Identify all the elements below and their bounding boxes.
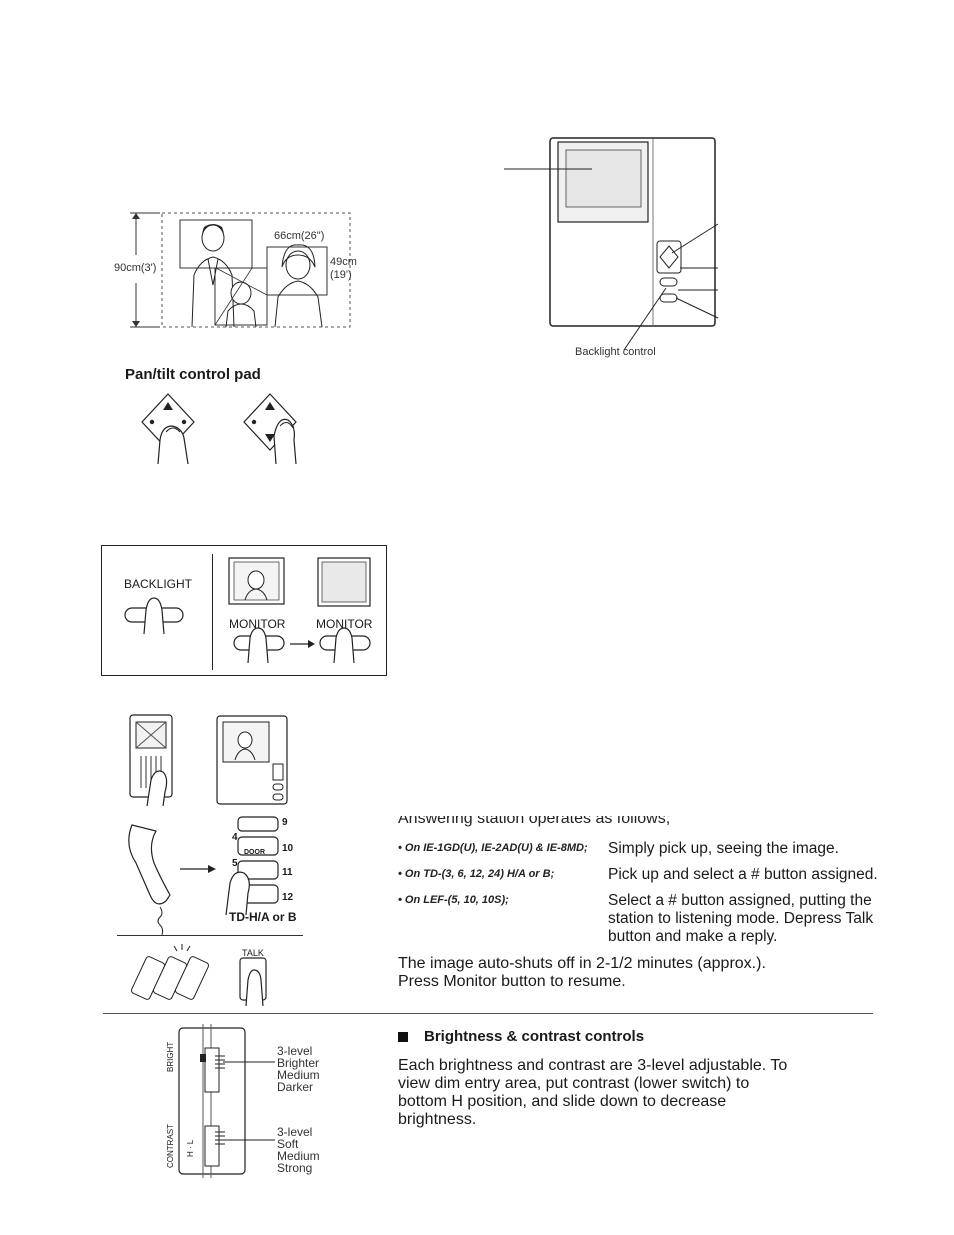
answer-row-lef: • On LEF-(5, 10, 10S); Select a # button… — [398, 892, 878, 948]
answer-desc-lef: Select a # button assigned, putting the … — [608, 892, 874, 945]
key-4: 4 — [232, 832, 238, 843]
inner-height-label: 49cm — [330, 256, 357, 268]
bright-level-medium: Medium — [277, 1068, 320, 1082]
coverage-drawing — [130, 212, 351, 328]
monitor-unit-drawing — [504, 137, 719, 351]
switch-panel-illustration — [178, 1024, 275, 1178]
contrast-level-header: 3-level — [277, 1125, 313, 1139]
contrast-marks: H · L — [186, 1139, 195, 1157]
monitor-label-lit: MONITOR — [229, 617, 286, 631]
answer-model-td: • On TD-(3, 6, 12, 24) H/A or B; — [398, 868, 555, 880]
answering-intro: Answering station operates as follows; — [398, 816, 671, 827]
key-12: 12 — [282, 892, 294, 903]
resume-text: Press Monitor button to resume. — [398, 973, 626, 990]
backlight-label: BACKLIGHT — [124, 577, 193, 591]
monitor-label-dim: MONITOR — [316, 617, 373, 631]
autoshut-text: The image auto-shuts off in 2-1/2 minute… — [398, 955, 766, 972]
box-divider — [212, 554, 213, 670]
contrast-level-strong: Strong — [277, 1161, 313, 1175]
bright-levels: 3-level Brighter Medium Darker — [277, 1045, 320, 1093]
brightness-paragraph: Each brightness and contrast are 3-level… — [398, 1057, 788, 1128]
answer-row-ie: • On IE-1GD(U), IE-2AD(U) & IE-8MD; Simp… — [398, 840, 878, 860]
backlight-callout-label: Backlight control — [575, 346, 656, 358]
answer-model-lef: • On LEF-(5, 10, 10S); — [398, 894, 509, 906]
door-key-label: DOOR — [244, 849, 265, 856]
answer-model-ie: • On IE-1GD(U), IE-2AD(U) & IE-8MD; — [398, 842, 588, 854]
pan-tilt-pad-illustration — [141, 393, 297, 465]
bright-switch-label: BRIGHT — [166, 1041, 175, 1072]
camera-coverage-diagram: 90cm(3') 66cm(26") 49cm (19') — [110, 205, 370, 335]
inner-height-label-imperial: (19') — [330, 269, 352, 281]
answer-desc-ie: Simply pick up, seeing the image. — [608, 840, 839, 857]
height-label: 90cm(3') — [114, 262, 157, 274]
separator-short — [117, 935, 303, 936]
bright-level-brighter: Brighter — [277, 1056, 320, 1070]
talk-panel-illustration — [130, 944, 267, 1007]
selector-keypad-illustration — [128, 816, 279, 936]
selector-caption: TD-H/A or B — [229, 910, 297, 924]
backlight-box-illustration — [124, 557, 371, 664]
width-label: 66cm(26") — [274, 230, 325, 242]
section-separator — [103, 1013, 873, 1014]
contrast-switch-label: CONTRAST — [166, 1124, 175, 1168]
bright-level-darker: Darker — [277, 1080, 314, 1094]
section-bullet — [398, 1032, 408, 1042]
answer-row-td: • On TD-(3, 6, 12, 24) H/A or B; Pick up… — [398, 866, 878, 886]
brightness-section-title: Brightness & contrast controls — [424, 1028, 645, 1045]
answer-desc-td: Pick up and select a # button assigned. — [608, 866, 878, 883]
pan-tilt-title: Pan/tilt control pad — [125, 366, 261, 383]
monitor-unit-diagram: Backlight control — [500, 128, 730, 368]
backlight-monitor-box: BACKLIGHT MONITOR MONITOR — [101, 545, 387, 676]
contrast-level-medium: Medium — [277, 1149, 320, 1163]
contrast-level-soft: Soft — [277, 1137, 299, 1151]
talk-label: TALK — [242, 948, 264, 958]
door-station-illustrations — [129, 714, 288, 807]
key-9: 9 — [282, 817, 288, 828]
contrast-levels: 3-level Soft Medium Strong — [277, 1126, 320, 1174]
key-10: 10 — [282, 843, 294, 854]
key-5: 5 — [232, 858, 238, 869]
bright-level-header: 3-level — [277, 1044, 313, 1058]
key-11: 11 — [282, 867, 293, 878]
